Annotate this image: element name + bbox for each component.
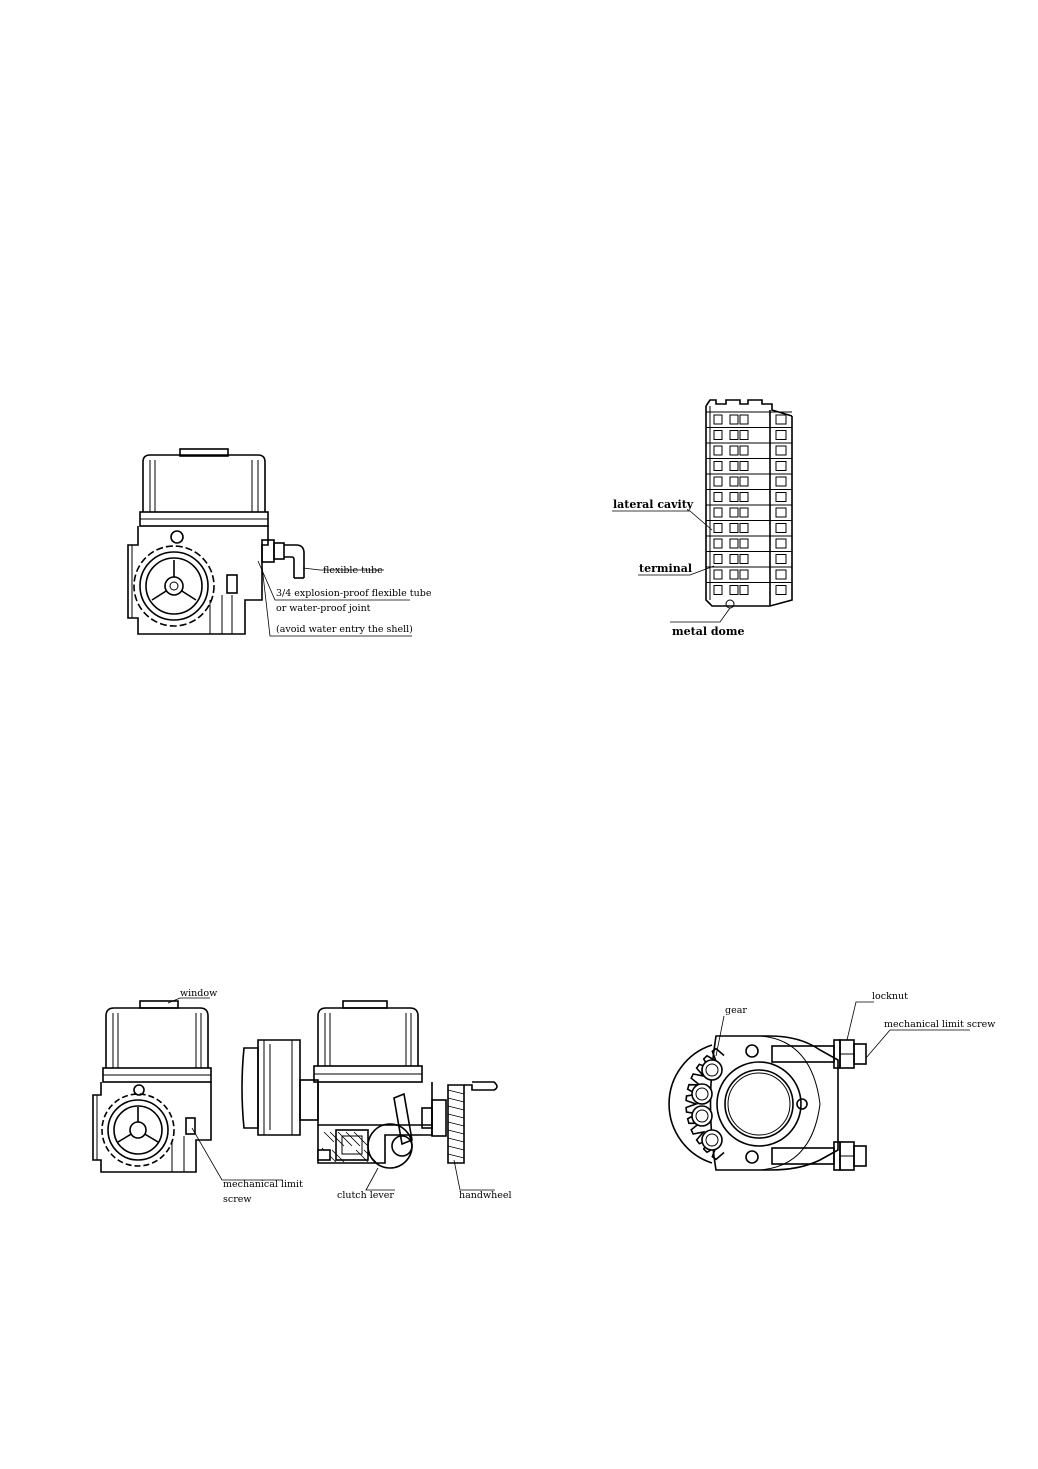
clutch-lever-label: clutch lever (337, 1190, 394, 1201)
terminal-block-drawing (706, 400, 792, 608)
handwheel-label: handwheel (459, 1190, 512, 1201)
screw-label: screw (223, 1194, 252, 1205)
lateral-cavity-label: lateral cavity (613, 498, 694, 511)
flexible-tube-label: flexible tube (323, 565, 383, 576)
actuator-clutch-drawing (242, 1001, 497, 1190)
window-label: window (180, 988, 217, 999)
mechanical-limit-label: mechanical limit (223, 1179, 303, 1190)
metal-dome-label: metal dome (672, 625, 745, 638)
actuator-window-drawing (93, 998, 283, 1180)
explosion-proof-tube-label: 3/4 explosion-proof flexible tube (276, 588, 432, 599)
avoid-water-note: (avoid water entry the shell) (276, 624, 413, 635)
mechanical-limit-screw-label: mechanical limit screw (884, 1019, 995, 1030)
locknut-label: locknut (872, 991, 908, 1002)
gear-label: gear (725, 1005, 747, 1016)
terminal-label: terminal (639, 562, 692, 575)
water-proof-joint-label: or water-proof joint (276, 603, 371, 614)
